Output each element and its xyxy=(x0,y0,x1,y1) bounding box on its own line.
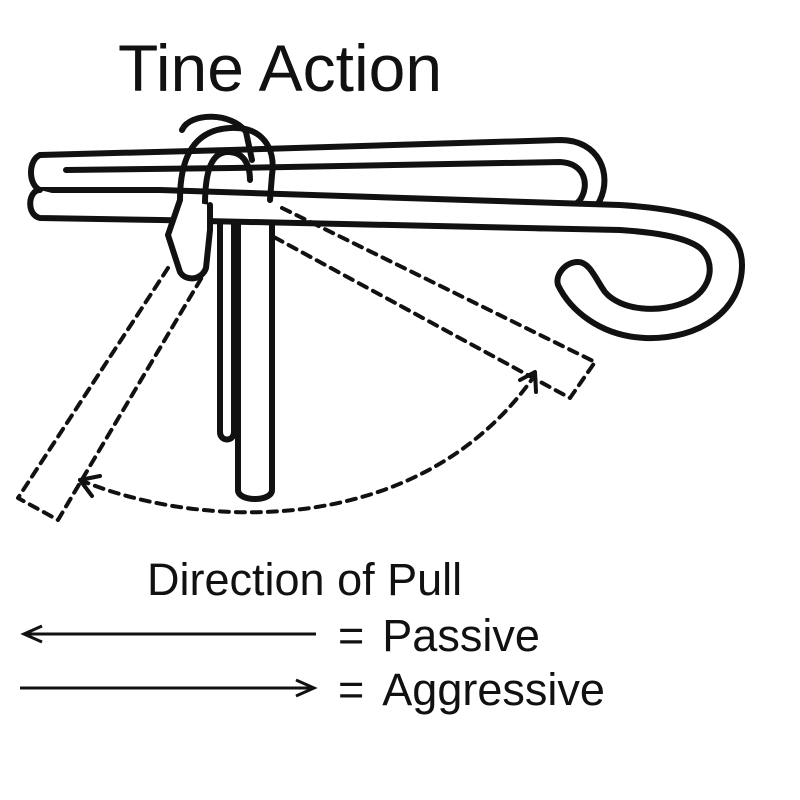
back-tine-end xyxy=(28,152,73,193)
rear-vertical-tine xyxy=(217,197,237,443)
aggressive-arrow-icon xyxy=(20,678,318,698)
equals-sign: = xyxy=(338,610,365,661)
front-tine-bar-end xyxy=(27,187,163,223)
legend-passive-label: = Passive xyxy=(338,608,540,664)
legend-aggressive-label: = Aggressive xyxy=(338,662,605,718)
front-coil xyxy=(177,124,276,203)
equals-sign: = xyxy=(338,664,365,715)
ghost-tine-aggressive xyxy=(270,206,597,400)
front-vertical-tine xyxy=(235,197,275,502)
passive-arrow-icon xyxy=(20,624,316,644)
sweep-arc xyxy=(78,373,537,515)
coil-drop xyxy=(165,197,213,282)
aggressive-text: Aggressive xyxy=(382,664,605,715)
sweep-arrow-left xyxy=(78,474,102,498)
sweep-arrow-right xyxy=(518,370,538,394)
legend-aggressive: = Aggressive xyxy=(0,660,800,720)
passive-text: Passive xyxy=(382,610,540,661)
diagram-title: Tine Action xyxy=(118,31,443,105)
front-coil-inner xyxy=(202,149,253,208)
front-tine-bar xyxy=(37,187,745,342)
legend-heading: Direction of Pull xyxy=(147,554,463,605)
legend-passive: = Passive xyxy=(0,606,800,666)
ghost-tine-passive xyxy=(16,266,207,522)
